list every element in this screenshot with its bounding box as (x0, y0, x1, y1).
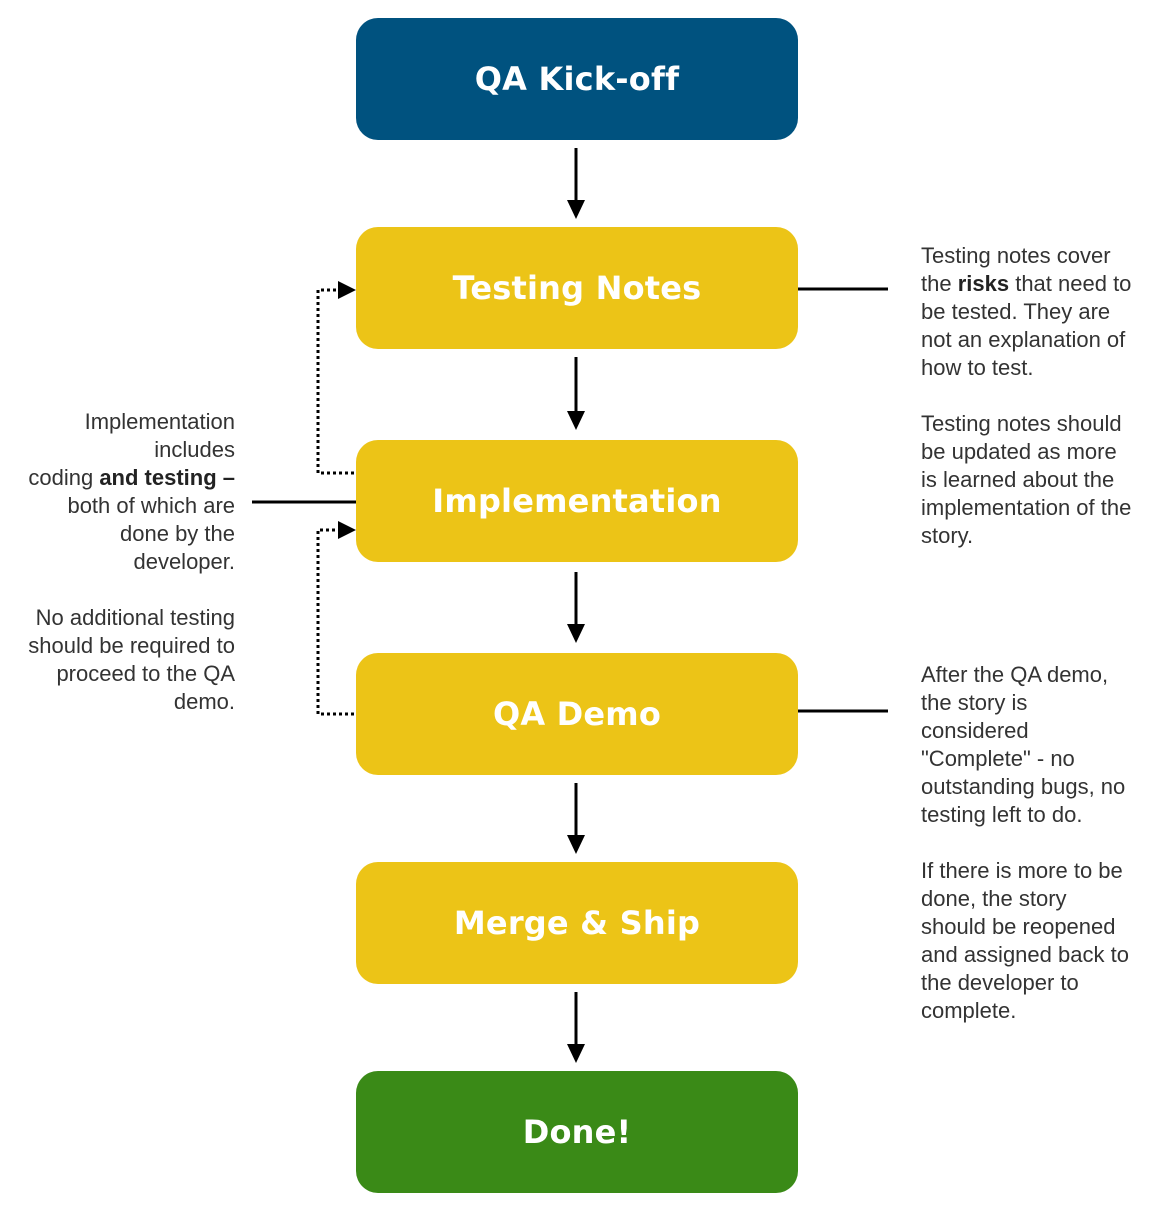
step-done: Done! (356, 1071, 798, 1193)
step-qa-demo: QA Demo (356, 653, 798, 775)
step-qa-kickoff: QA Kick-off (356, 18, 798, 140)
step-testing-notes: Testing Notes (356, 227, 798, 349)
arrowhead-testing-notes-to-implementation (567, 411, 585, 430)
loop-arrowhead-implementation (338, 521, 356, 539)
note-emphasis: risks (957, 271, 1010, 296)
flow-arrows (567, 148, 585, 1063)
note-implementation: Implementation includes coding and testi… (0, 408, 235, 716)
note-qa-demo-paragraph-1: After the QA demo, the story is consider… (921, 662, 1126, 827)
note-implementation-paragraph-2: No additional testing should be required… (28, 605, 235, 714)
loop-arrowhead-testing-notes (338, 281, 356, 299)
note-emphasis: and testing – (99, 465, 235, 490)
note-text: Testing notes cover the (921, 243, 1111, 296)
step-label-qa-kickoff: QA Kick-off (474, 60, 680, 98)
note-testing-notes-paragraph-1: Testing notes cover the risks that need … (921, 242, 1158, 382)
loop-implementation-to-testing-notes (316, 288, 354, 475)
step-label-merge-ship: Merge & Ship (453, 904, 701, 942)
arrowhead-merge-ship-to-done (567, 1044, 585, 1063)
feedback-loops (316, 281, 356, 716)
arrowhead-implementation-to-qa-demo (567, 624, 585, 643)
note-qa-demo: After the QA demo, the story is consider… (921, 661, 1158, 1025)
note-text: both of which are done by the developer. (67, 493, 235, 574)
loop-qa-demo-to-implementation (316, 528, 354, 716)
note-implementation-paragraph-1: Implementation includes coding and testi… (0, 408, 235, 576)
step-label-done: Done! (522, 1113, 632, 1151)
arrowhead-qa-demo-to-merge-ship (567, 835, 585, 854)
arrowhead-kickoff-to-testing-notes (567, 200, 585, 219)
note-testing-notes-paragraph-2: Testing notes should be updated as more … (921, 411, 1132, 548)
step-label-testing-notes: Testing Notes (452, 269, 702, 307)
step-label-qa-demo: QA Demo (492, 695, 662, 733)
note-text: Implementation includes coding (28, 409, 235, 490)
step-label-implementation: Implementation (432, 482, 722, 520)
step-merge-ship: Merge & Ship (356, 862, 798, 984)
note-qa-demo-paragraph-2: If there is more to be done, the story s… (921, 858, 1129, 1023)
note-text: that need to be tested. They are not an … (921, 271, 1132, 380)
step-implementation: Implementation (356, 440, 798, 562)
note-testing-notes: Testing notes cover the risks that need … (921, 242, 1158, 550)
